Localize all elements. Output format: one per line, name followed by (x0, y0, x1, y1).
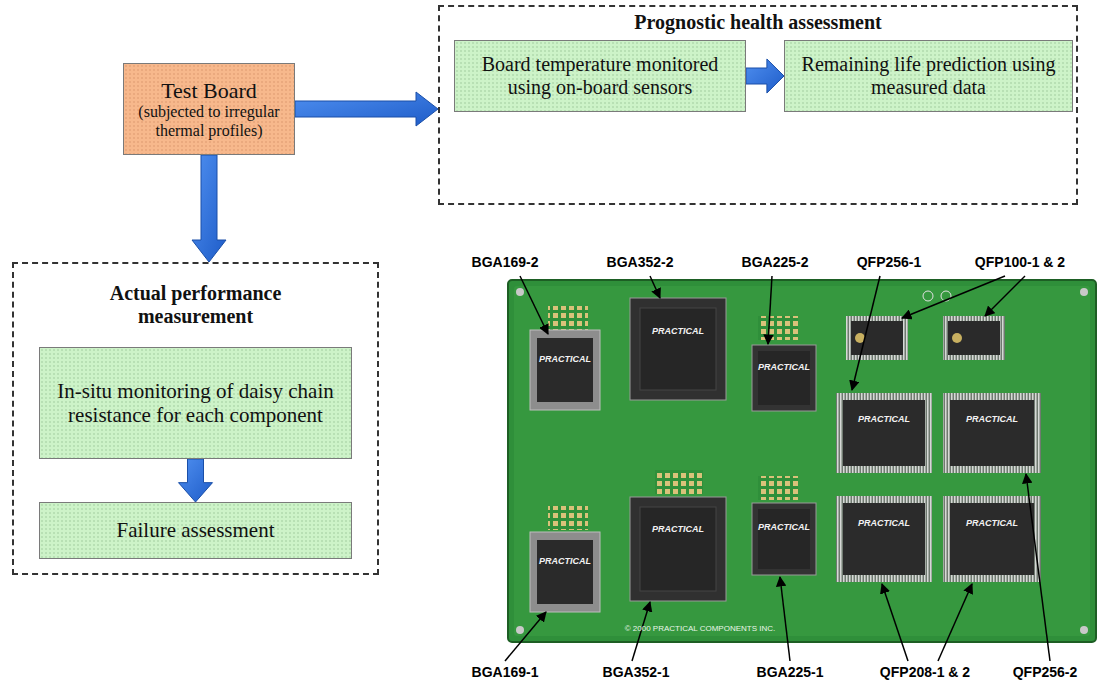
chip-marking: PRACTICAL (966, 518, 1018, 528)
process-box: Board temperature monitored using on-boa… (454, 40, 746, 112)
part-label: BGA352-2 (607, 254, 674, 270)
part-label: BGA352-1 (603, 664, 670, 680)
box-text: Board temperature monitored using on-boa… (463, 53, 737, 99)
group-box: Prognostic health assessmentBoard temper… (438, 5, 1078, 205)
box-text: In-situ monitoring of daisy chain resist… (48, 379, 343, 427)
chip-marking: PRACTICAL (858, 414, 910, 424)
chip-marking: PRACTICAL (758, 522, 810, 532)
part-label: BGA225-2 (742, 254, 809, 270)
part-label: QFP100-1 & 2 (975, 254, 1065, 270)
block-arrow (192, 155, 226, 262)
box-text: Test Board (161, 78, 257, 103)
process-box: Test Board(subjected to irregular therma… (123, 63, 295, 155)
part-label: BGA169-1 (472, 664, 539, 680)
group-heading: Actual performance measurement (71, 264, 321, 328)
chip-marking: PRACTICAL (652, 326, 704, 336)
chip-marking: PRACTICAL (858, 518, 910, 528)
box-text: Failure assessment (116, 518, 274, 542)
chip-marking: PRACTICAL (966, 414, 1018, 424)
box-text: Remaining life prediction using measured… (793, 53, 1064, 99)
chip-marking: PRACTICAL (652, 524, 704, 534)
chip-marking: PRACTICAL (758, 362, 810, 372)
part-label: QFP256-2 (1013, 664, 1078, 680)
part-label: BGA169-2 (472, 254, 539, 270)
part-label: QFP208-1 & 2 (880, 664, 970, 680)
process-box: Remaining life prediction using measured… (784, 40, 1073, 112)
copyright-text: © 2000 PRACTICAL COMPONENTS INC. (625, 624, 776, 633)
chip-marking: PRACTICAL (539, 556, 591, 566)
part-label: QFP256-1 (857, 254, 922, 270)
process-box: Failure assessment (39, 502, 352, 559)
group-heading: Prognostic health assessment (440, 7, 1076, 34)
block-arrow (746, 59, 784, 93)
box-text: (subjected to irregular thermal profiles… (132, 103, 286, 140)
part-label: BGA225-1 (757, 664, 824, 680)
block-arrow (295, 92, 438, 126)
chip-marking: PRACTICAL (539, 354, 591, 364)
group-box: Actual performance measurementIn-situ mo… (12, 262, 379, 575)
block-arrow (179, 459, 213, 502)
process-box: In-situ monitoring of daisy chain resist… (39, 347, 352, 459)
